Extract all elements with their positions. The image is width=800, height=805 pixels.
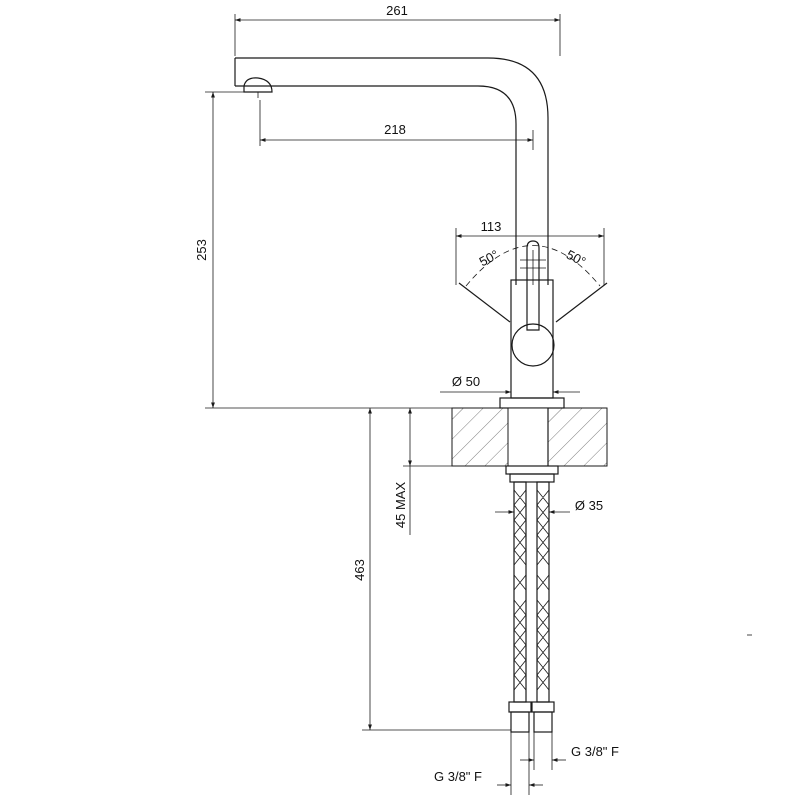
dimension-diameter-50-label: Ø 50: [452, 374, 480, 389]
dimension-261: 261: [234, 3, 561, 56]
countertop-section: [451, 407, 608, 483]
dimension-diameter-35: Ø 35: [495, 498, 603, 514]
dimension-253-label: 253: [194, 239, 209, 261]
angle-right-label: 50°: [564, 247, 588, 269]
connection-left-label: G 3/8" F: [434, 769, 482, 784]
connection-labels: G 3/8" F G 3/8" F: [434, 732, 619, 795]
dimension-45-max-label: 45 MAX: [393, 482, 408, 529]
connection-right-label: G 3/8" F: [571, 744, 619, 759]
dimension-218-label: 218: [384, 122, 406, 137]
dimension-diameter-50: Ø 50: [440, 374, 580, 394]
angle-left-label: 50°: [477, 247, 501, 269]
dimension-463: 463: [352, 408, 511, 731]
dimension-218: 218: [259, 100, 534, 150]
dimension-45-max: 45 MAX: [393, 408, 452, 535]
dimension-113: 113 50° 50°: [455, 219, 605, 285]
dimension-253: 253: [194, 91, 500, 409]
faucet-outline: [234, 57, 608, 409]
dimension-113-label: 113: [481, 219, 502, 234]
dimension-261-label: 261: [386, 3, 408, 18]
dimension-diameter-35-label: Ø 35: [575, 498, 603, 513]
supply-hoses: [508, 481, 555, 733]
dimension-463-label: 463: [352, 559, 367, 581]
